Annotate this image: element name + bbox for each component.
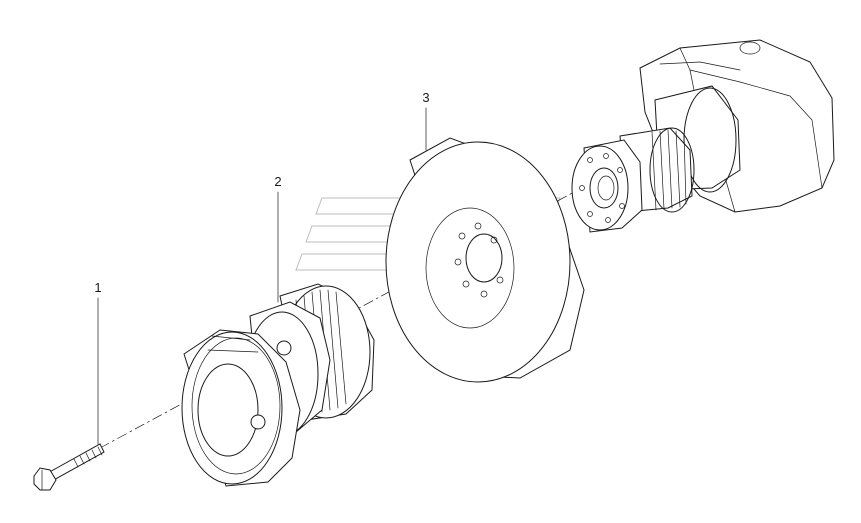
part-2-pulley [181,283,375,487]
callout-label-1: 1 [94,280,101,295]
part-3-damper-disc [385,137,585,383]
callout-label-3: 3 [422,90,429,105]
part-1-bolt [33,443,105,491]
crankshaft-assembly [571,39,835,233]
callout-label-2: 2 [274,174,281,189]
